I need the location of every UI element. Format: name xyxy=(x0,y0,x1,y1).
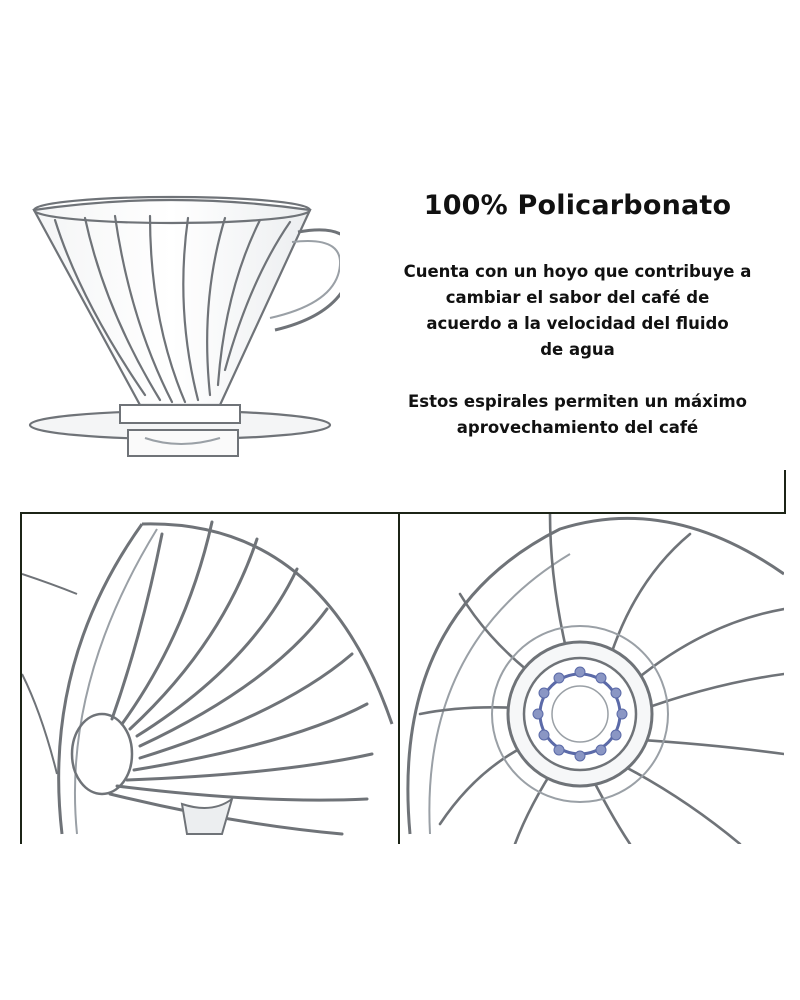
paragraph-line: Estos espirales permiten un máximo xyxy=(408,392,747,411)
frame-divider-middle xyxy=(398,512,400,844)
dripper-bottom-illustration xyxy=(400,514,784,844)
dripper-bottom-view-photo xyxy=(400,514,784,844)
description-paragraph-hole: Cuenta con un hoyo que contribuye a camb… xyxy=(370,259,785,363)
frame-divider-right xyxy=(784,470,786,514)
headline: 100% Policarbonato xyxy=(423,190,732,221)
dripper-side-photo xyxy=(20,180,340,470)
dripper-inside-illustration xyxy=(22,514,396,844)
paragraph-line: de agua xyxy=(540,340,615,359)
paragraph-line: cambiar el sabor del café de xyxy=(445,288,710,307)
frame-divider-horizontal xyxy=(20,512,785,514)
paragraph-line: Cuenta con un hoyo que contribuye a xyxy=(403,262,752,281)
dripper-side-illustration xyxy=(28,195,340,457)
product-description: 100% Policarbonato Cuenta con un hoyo qu… xyxy=(370,190,785,467)
description-paragraph-spirals: Estos espirales permiten un máximo aprov… xyxy=(370,389,785,441)
frame-divider-left xyxy=(20,512,22,844)
dripper-inside-closeup-photo xyxy=(22,514,396,844)
paragraph-line: aprovechamiento del café xyxy=(456,418,699,437)
paragraph-line: acuerdo a la velocidad del fluido xyxy=(426,314,729,333)
